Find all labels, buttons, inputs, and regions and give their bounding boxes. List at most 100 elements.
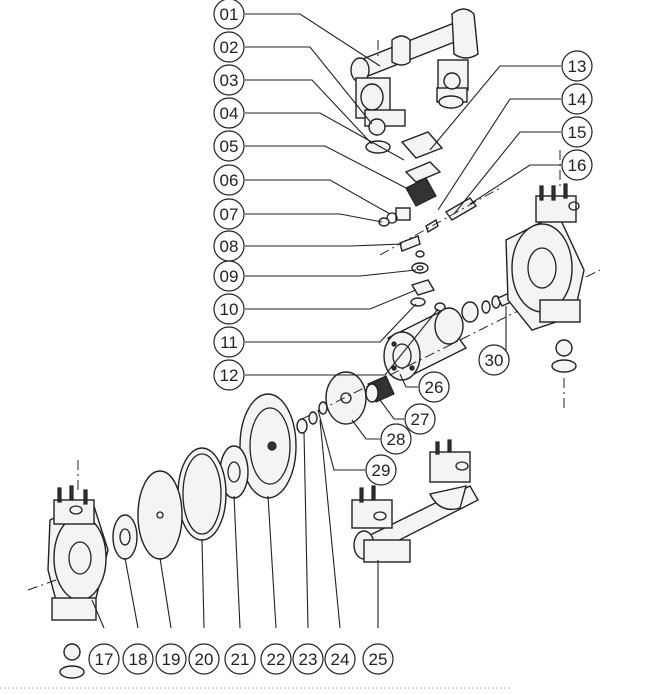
inlet-manifold [351, 439, 479, 563]
callout-circle [260, 643, 292, 675]
callout-number: 03 [220, 71, 239, 90]
callout-number: 04 [220, 104, 239, 123]
callout-circle [365, 454, 397, 486]
callout-circle [478, 344, 510, 376]
callout-number: 14 [568, 90, 587, 109]
callout-circle [224, 643, 256, 675]
callout-23: 23 [292, 643, 324, 675]
callout-number: 30 [485, 351, 504, 370]
callout-25: 25 [362, 643, 394, 675]
valve-seat-top-right [438, 95, 464, 109]
callout-circle [362, 643, 394, 675]
callout-08: 08 [213, 230, 245, 262]
diaphragm [177, 447, 227, 541]
callout-number: 11 [220, 333, 238, 352]
callout-number: 16 [568, 156, 587, 175]
callout-number: 12 [220, 366, 239, 385]
o-ring [411, 262, 429, 274]
callout-number: 18 [129, 650, 148, 669]
callout-circle [122, 643, 154, 675]
callout-13: 13 [561, 50, 593, 82]
pin [425, 218, 439, 234]
callout-21: 21 [224, 643, 256, 675]
ball-bottom-left [63, 643, 81, 661]
callout-19: 19 [155, 643, 187, 675]
backup-diaphragm [137, 470, 183, 560]
callout-number: 07 [220, 205, 239, 224]
callout-number: 10 [220, 300, 239, 319]
callout-17: 17 [88, 643, 120, 675]
callout-16: 16 [561, 149, 593, 181]
inner-plate-right [434, 307, 464, 345]
valve-spool [444, 197, 478, 221]
callout-circle [188, 643, 220, 675]
callout-18: 18 [122, 643, 154, 675]
callout-circle [155, 643, 187, 675]
callout-number: 02 [220, 38, 239, 57]
callout-circle [404, 403, 436, 435]
callout-10: 10 [213, 293, 245, 325]
callout-03: 03 [213, 64, 245, 96]
callout-01: 01 [213, 0, 245, 30]
callout-04: 04 [213, 97, 245, 129]
callout-circle [213, 164, 245, 196]
callout-05: 05 [213, 130, 245, 162]
air-chamber-right [505, 150, 585, 331]
callout-number: 05 [220, 137, 239, 156]
callout-07: 07 [213, 198, 245, 230]
washer-24 [308, 411, 318, 425]
callout-circle [561, 50, 593, 82]
callout-number: 01 [220, 5, 239, 24]
callout-14: 14 [561, 83, 593, 115]
callout-circle [213, 31, 245, 63]
callout-number: 27 [411, 410, 430, 429]
ball [368, 118, 386, 136]
callout-circle [213, 0, 245, 30]
callout-number: 08 [220, 237, 239, 256]
callout-09: 09 [213, 260, 245, 292]
seat-bottom-right [551, 359, 577, 373]
callout-circle [213, 64, 245, 96]
callout-circle [213, 260, 245, 292]
ball-top-right [443, 72, 461, 90]
callout-number: 24 [331, 650, 350, 669]
seat-bottom-left [59, 665, 85, 679]
callout-circle [561, 83, 593, 115]
callout-20: 20 [188, 643, 220, 675]
inner-diaphragm-plate [325, 371, 367, 425]
callout-number: 26 [425, 378, 444, 397]
callout-circle [213, 130, 245, 162]
callout-number: 09 [220, 267, 239, 286]
callout-circle [213, 326, 245, 358]
callout-28: 28 [380, 423, 412, 455]
leader-lines [91, 13, 561, 629]
callout-number: 13 [568, 57, 587, 76]
callout-circle [380, 423, 412, 455]
callout-circle [561, 116, 593, 148]
gasket-plate [400, 131, 444, 159]
washer [410, 279, 436, 296]
callout-circle [213, 293, 245, 325]
callout-29: 29 [365, 454, 397, 486]
callout-circle [213, 359, 245, 391]
callout-number: 23 [299, 650, 318, 669]
callout-22: 22 [260, 643, 292, 675]
callout-circle [292, 643, 324, 675]
callout-number: 28 [387, 430, 406, 449]
callout-circle [324, 643, 356, 675]
callout-circle [213, 198, 245, 230]
inner-plate-left [112, 514, 138, 560]
callout-number: 25 [369, 650, 388, 669]
callout-30: 30 [478, 344, 510, 376]
callout-number: 19 [162, 650, 181, 669]
callout-circle [418, 371, 450, 403]
callout-number: 29 [372, 461, 391, 480]
outlet-manifold [350, 8, 479, 127]
callout-24: 24 [324, 643, 356, 675]
callout-15: 15 [561, 116, 593, 148]
callout-circle [88, 643, 120, 675]
callout-12: 12 [213, 359, 245, 391]
callout-number: 21 [231, 650, 250, 669]
